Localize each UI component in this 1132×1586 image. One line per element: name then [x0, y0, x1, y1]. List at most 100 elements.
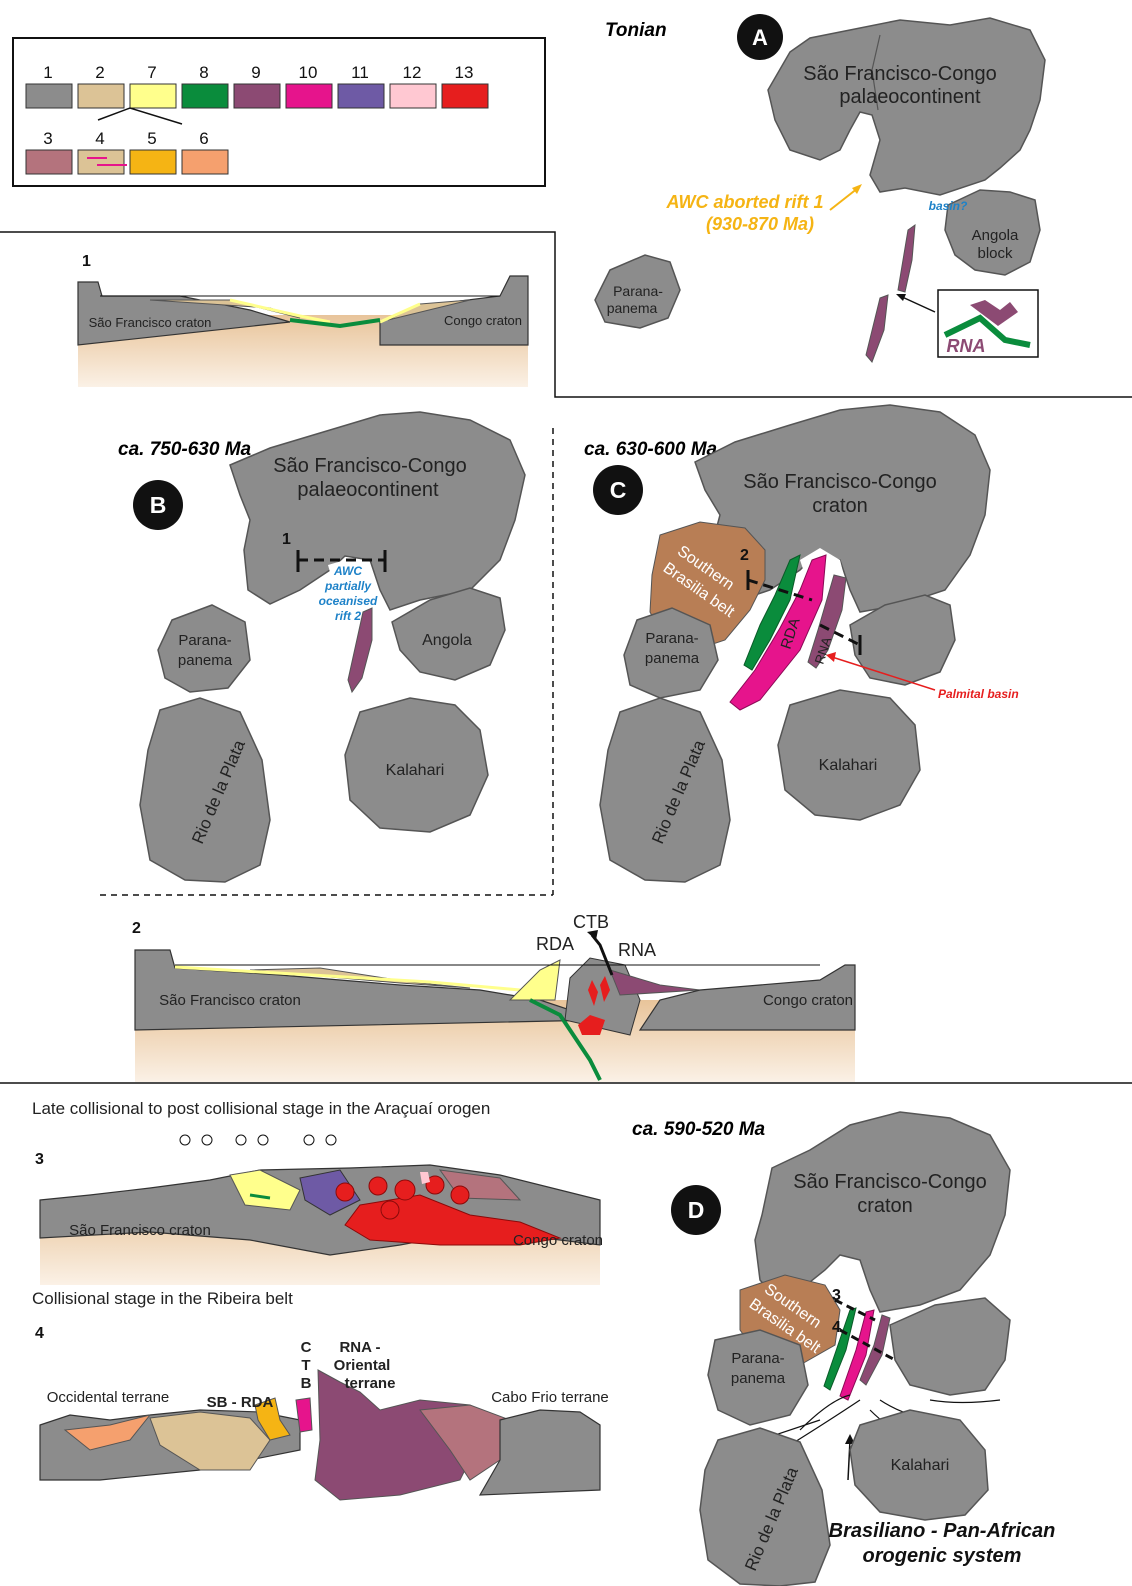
- section-3-pluton-2: [369, 1177, 387, 1195]
- section-d-marker-3: 3: [832, 1287, 841, 1304]
- sfc-label-a-2: palaeocontinent: [839, 86, 981, 108]
- panel-d-letter: D: [688, 1197, 705, 1223]
- rio-de-la-plata-c: [600, 698, 730, 882]
- legend-swatch-9: [234, 84, 280, 108]
- parana-label-c-1: Parana-: [645, 630, 698, 647]
- section-3-pluton-5: [451, 1186, 469, 1204]
- legend-number-6: 6: [199, 129, 208, 148]
- section-3-right-label: Congo craton: [513, 1232, 603, 1249]
- legend-number-1: 1: [43, 63, 52, 82]
- basin-label-a: basin?: [929, 199, 968, 213]
- kalahari-label-d: Kalahari: [891, 1457, 950, 1474]
- inset-arrow: [900, 296, 935, 312]
- section-4-ctb-c: C: [301, 1339, 312, 1356]
- panel-a-age: Tonian: [605, 20, 667, 41]
- legend-swatch-5: [130, 150, 176, 174]
- section-2-rda: RDA: [536, 934, 574, 954]
- section-d-marker-4: 4: [832, 1319, 841, 1336]
- kalahari-label-c: Kalahari: [819, 757, 878, 774]
- section-4-occidental-label: Occidental terrane: [47, 1389, 170, 1406]
- parana-label-a-2: panema: [607, 300, 658, 316]
- cross-section-3: Late collisional to post collisional sta…: [32, 1099, 603, 1285]
- rna-fragment-a2: [866, 295, 888, 362]
- panel-a: Tonian A São Francisco-Congo palaeoconti…: [595, 14, 1045, 362]
- section-2-ctb: CTB: [573, 912, 609, 932]
- legend-swatch-12: [390, 84, 436, 108]
- parana-label-b-2: panema: [178, 652, 233, 669]
- section-3-pluton-6: [381, 1201, 399, 1219]
- parana-label-d-2: panema: [731, 1370, 786, 1387]
- section-2-left-label: São Francisco craton: [159, 992, 301, 1009]
- section-4-rna-2: Oriental: [334, 1357, 391, 1374]
- section-3-pluton-3: [395, 1180, 415, 1200]
- angola-d: [890, 1298, 1010, 1395]
- panel-b: ca. 750-630 Ma B São Francisco-Congo pal…: [118, 412, 525, 882]
- rift-label-a-2: (930-870 Ma): [706, 214, 814, 234]
- section-c-marker: 2: [740, 547, 749, 564]
- sfc-label-b-1: São Francisco-Congo: [273, 455, 466, 477]
- palmital-label: Palmital basin: [938, 687, 1019, 701]
- sfc-plate-b: [230, 412, 525, 610]
- section-4-ctb-b: B: [301, 1375, 312, 1392]
- sfc-label-b-2: palaeocontinent: [297, 479, 439, 501]
- section-2-num: 2: [132, 920, 141, 937]
- panel-a-letter: A: [752, 25, 768, 50]
- parana-label-d-1: Parana-: [731, 1350, 784, 1367]
- cross-section-2: 2 São Francisco craton Congo craton CTB …: [132, 912, 855, 1082]
- section-4-rna-3: terrane: [345, 1375, 396, 1392]
- section-3-left-label: São Francisco craton: [69, 1222, 211, 1239]
- section-2-right-label: Congo craton: [763, 992, 853, 1009]
- panel-c-age: ca. 630-600 Ma: [584, 439, 718, 460]
- angola-label-b: Angola: [422, 632, 472, 649]
- panel-d: ca. 590-520 Ma D São Francisco-Congo cra…: [632, 1112, 1055, 1586]
- sfc-label-d-2: craton: [857, 1195, 913, 1217]
- section-4-cabo-label: Cabo Frio terrane: [491, 1389, 609, 1406]
- legend-swatch-11: [338, 84, 384, 108]
- section-2-rna: RNA: [618, 940, 656, 960]
- system-label-1: Brasiliano - Pan-African: [829, 1520, 1056, 1542]
- panel-b-age: ca. 750-630 Ma: [118, 439, 252, 460]
- section-3-pluton-1: [336, 1183, 354, 1201]
- sfc-label-a-1: São Francisco-Congo: [803, 63, 996, 85]
- cross-section-4: Collisional stage in the Ribeira belt 4 …: [32, 1289, 609, 1500]
- sfc-label-c-2: craton: [812, 495, 868, 517]
- legend-number-7: 7: [147, 63, 156, 82]
- rift-arrow-a: [830, 188, 858, 210]
- section-b-marker: 1: [282, 531, 291, 548]
- legend-swatch-10: [286, 84, 332, 108]
- legend-number-3: 3: [43, 129, 52, 148]
- section-4-title: Collisional stage in the Ribeira belt: [32, 1289, 293, 1308]
- rio-de-la-plata-d: [700, 1428, 830, 1586]
- kalahari-c: [778, 690, 920, 820]
- panel-c-letter: C: [610, 477, 627, 503]
- section-2-rna: [610, 970, 700, 995]
- legend-connector: [98, 108, 182, 124]
- legend-number-13: 13: [455, 63, 474, 82]
- section-4-rna-1: RNA -: [339, 1339, 380, 1356]
- legend-number-4: 4: [95, 129, 104, 148]
- section-2-wedge: [510, 960, 560, 1000]
- section-4-ctb-t: T: [301, 1357, 310, 1374]
- section-1-right-label: Congo craton: [444, 313, 522, 328]
- inset-arrowhead: [896, 294, 906, 301]
- legend-number-8: 8: [199, 63, 208, 82]
- section-3-num: 3: [35, 1151, 44, 1168]
- panel-b-letter: B: [150, 492, 167, 518]
- section-4-num: 4: [35, 1325, 44, 1342]
- legend-number-12: 12: [403, 63, 422, 82]
- system-arrow: [848, 1440, 850, 1480]
- legend-number-9: 9: [251, 63, 260, 82]
- legend-swatch-1: [26, 84, 72, 108]
- section-3-title: Late collisional to post collisional sta…: [32, 1099, 490, 1118]
- kalahari-label-b: Kalahari: [386, 762, 445, 779]
- rna-fragment-a1: [898, 225, 915, 292]
- rift-label-a-1: AWC aborted rift 1: [665, 192, 823, 212]
- rift-b-2: partially: [324, 579, 372, 593]
- sfc-label-d-1: São Francisco-Congo: [793, 1171, 986, 1193]
- legend-number-5: 5: [147, 129, 156, 148]
- legend-swatch-13: [442, 84, 488, 108]
- panel-c: ca. 630-600 Ma C São Francisco-Congo cra…: [584, 405, 1019, 882]
- legend-swatch-6: [182, 150, 228, 174]
